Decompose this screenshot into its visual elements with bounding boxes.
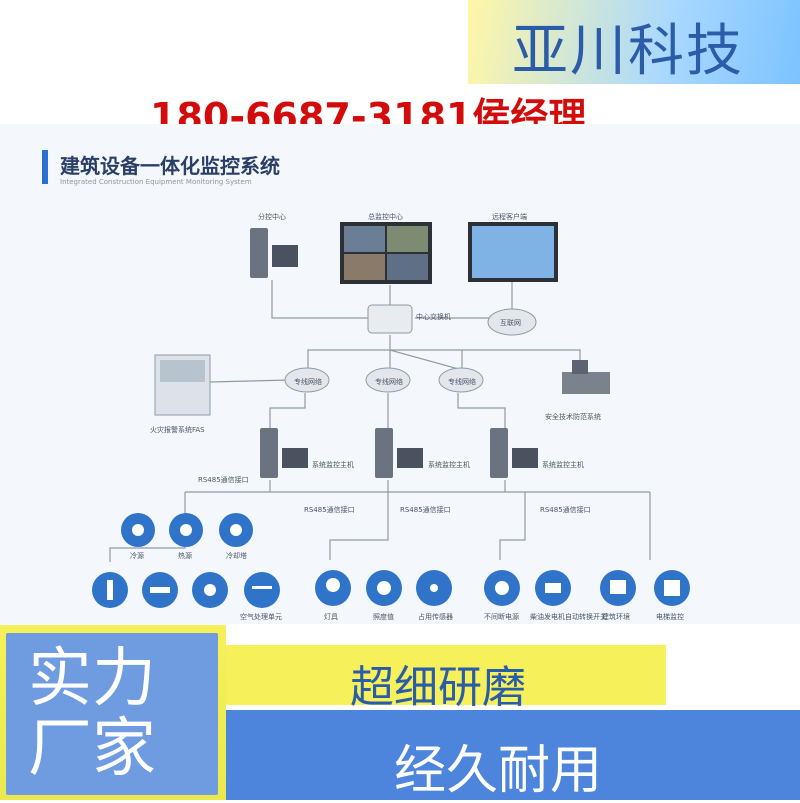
label-internet: 互联网 — [500, 319, 521, 327]
label-rs485-2: RS485通信接口 — [304, 506, 355, 514]
line-bus-power — [499, 492, 526, 560]
label-switch: 中心交换机 — [416, 313, 451, 321]
glyph-bar — [545, 583, 561, 593]
host-tower — [375, 428, 393, 478]
glyph-dot — [132, 524, 144, 536]
glyph-dot — [204, 584, 216, 596]
glyph-dot — [495, 581, 509, 595]
main-screen-pane — [344, 254, 385, 280]
security-desk — [562, 372, 610, 394]
label-ring-2: 专线网络 — [375, 378, 403, 386]
diagram-subtitle: Integrated Construction Equipment Monito… — [60, 178, 252, 186]
glyph-dot — [230, 524, 242, 536]
label-ring-1: 专线网络 — [294, 378, 322, 386]
label-rs485-1: RS485通信接口 — [198, 476, 249, 484]
branch-monitor — [272, 245, 298, 267]
label-air-handling: 空气处理单元 — [240, 613, 282, 621]
label-host-1: 系统监控主机 — [312, 461, 354, 469]
strength-line-2: 厂家 — [28, 712, 156, 786]
line-ring-fas — [209, 379, 291, 383]
company-banner: 亚川科技 — [468, 0, 800, 84]
label-rs485-4: RS485通信接口 — [540, 506, 591, 514]
label-branch-center: 分控中心 — [258, 213, 286, 221]
label-elevator: 电梯监控 — [656, 613, 684, 621]
fas-cabinet-panel — [160, 360, 205, 382]
device-icon-glyphs — [107, 524, 680, 600]
strength-line-1: 实力 — [28, 642, 156, 716]
glyph-bar — [107, 580, 113, 600]
host-tower — [260, 428, 278, 478]
main-screen-pane — [387, 226, 428, 252]
main-screen-pane — [387, 254, 428, 280]
title-accent-bar — [42, 150, 48, 184]
label-fas: 火灾报警系统FAS — [150, 426, 205, 434]
label-occupancy: 占用传感器 — [418, 613, 453, 621]
durable-banner: 经久耐用 — [226, 710, 800, 801]
label-security: 安全技术防范系统 — [545, 413, 601, 421]
glyph-bar — [252, 586, 272, 589]
fine-grinding-banner: 超细研磨 — [226, 645, 666, 713]
glyph-dot — [180, 524, 192, 536]
glyph-dot — [377, 581, 391, 595]
network-cloud — [438, 367, 484, 393]
host-monitor — [512, 448, 538, 468]
line-switch-to-bus — [307, 335, 391, 370]
glyph-dot — [326, 578, 340, 592]
security-operator — [572, 360, 588, 374]
airflow-icon — [244, 572, 280, 608]
label-host-3: 系统监控主机 — [542, 461, 584, 469]
line-bus-lighting — [329, 492, 389, 560]
label-illuminance: 照度值 — [373, 613, 394, 621]
label-ring-3: 专线网络 — [448, 378, 476, 386]
label-environment: 建筑环境 — [602, 613, 630, 621]
label-main-center: 总监控中心 — [368, 213, 403, 221]
glyph-bar — [150, 587, 170, 593]
host-monitor — [282, 448, 308, 468]
label-rs485-3: RS485通信接口 — [400, 506, 451, 514]
remote-screen — [468, 222, 558, 282]
company-name: 亚川科技 — [512, 19, 744, 84]
strength-badge-inner: 实力 厂家 — [6, 633, 218, 795]
label-heat-source: 热源 — [178, 552, 192, 560]
security-workstation — [562, 360, 610, 394]
strength-badge: 实力 厂家 — [0, 625, 226, 800]
fas-cabinet — [154, 354, 211, 416]
label-ups: 不间断电源 — [484, 613, 519, 621]
label-remote-client: 远程客户端 — [492, 213, 527, 221]
network-cloud — [365, 367, 411, 393]
glyph-dot — [430, 584, 438, 592]
monitor-hosts — [260, 428, 538, 478]
label-cooling-tower: 冷却塔 — [226, 552, 247, 560]
internet-cloud — [487, 308, 537, 336]
line-ring1-host — [269, 393, 306, 430]
main-screen — [340, 222, 432, 284]
label-host-2: 系统监控主机 — [428, 461, 470, 469]
label-lamp: 灯具 — [324, 613, 338, 621]
line-ring3-host — [457, 393, 506, 430]
remote-screen-display — [472, 226, 554, 278]
glyph-bar — [610, 580, 626, 594]
line-branch-to-switch — [271, 280, 390, 319]
glyph-bar — [664, 580, 680, 596]
connection-lines — [109, 280, 651, 562]
label-cold-source: 冷源 — [130, 552, 144, 560]
diagram-title: 建筑设备一体化监控系统 — [60, 154, 280, 178]
label-generator: 柴油发电机自动转换开关 — [530, 613, 607, 621]
host-monitor — [397, 448, 423, 468]
fine-grinding-text: 超细研磨 — [350, 662, 526, 713]
main-screen-pane — [344, 226, 385, 252]
network-cloud — [284, 367, 330, 393]
line-bus-security — [462, 349, 581, 372]
central-switch — [367, 304, 413, 334]
host-tower — [490, 428, 508, 478]
branch-pc — [250, 228, 298, 278]
branch-tower — [250, 228, 268, 278]
durable-text: 经久耐用 — [394, 741, 603, 801]
